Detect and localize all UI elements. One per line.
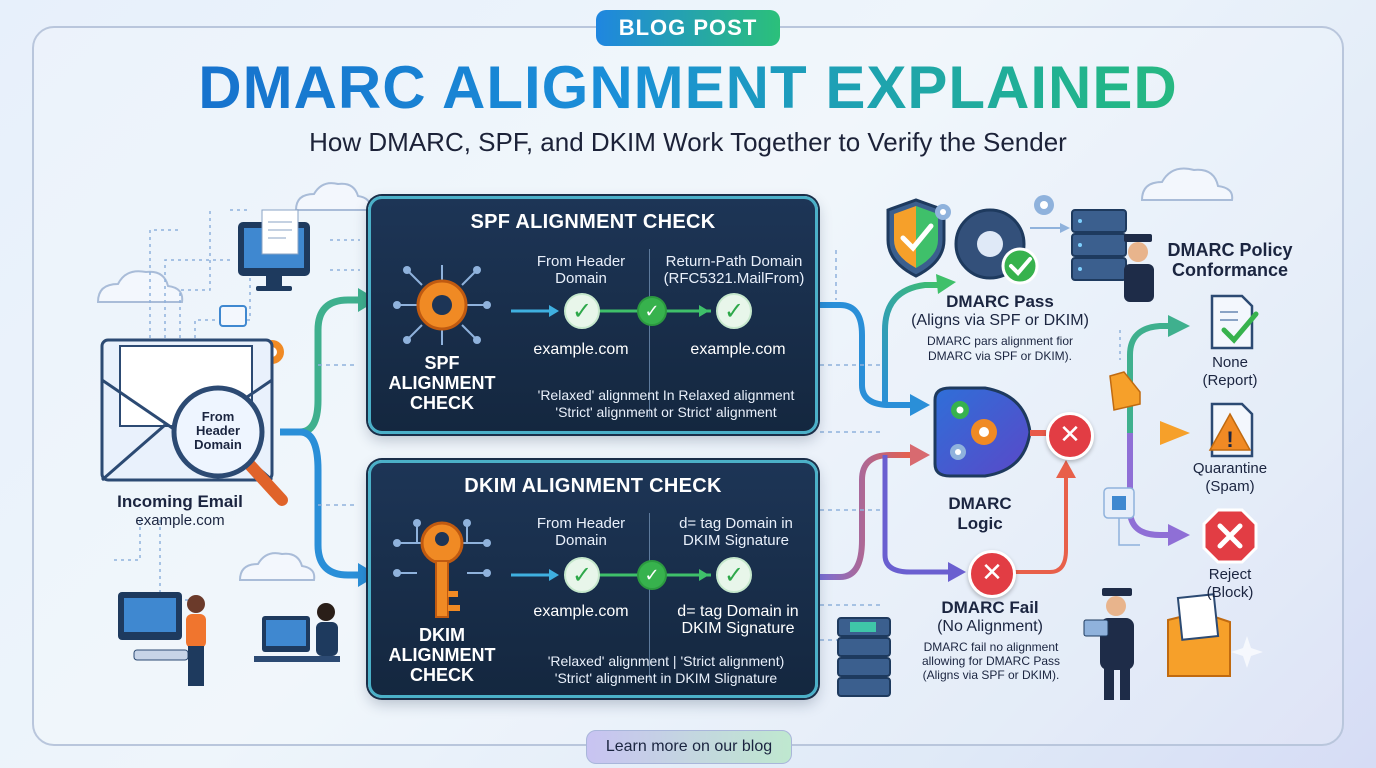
spf-side-label: SPF ALIGNMENT CHECK xyxy=(388,353,496,413)
spf-col-from-header: From Header Domain xyxy=(536,253,626,287)
spf-footnote-1: 'Relaxed' alignment In Relaxed alignment xyxy=(537,387,795,403)
people-workstations-icon xyxy=(118,592,340,686)
none-document-icon xyxy=(1210,294,1259,350)
arrow-to-dkim xyxy=(280,428,360,579)
dkim-check-icon-2: ✓ xyxy=(637,560,667,590)
dkim-side-label: DKIM ALIGNMENT CHECK xyxy=(388,625,496,685)
security-officer-icon xyxy=(1124,234,1154,302)
dkim-col-from-header: From Header Domain xyxy=(536,515,626,549)
sparkle-icon xyxy=(1231,636,1263,668)
incoming-email-title: Incoming Email xyxy=(117,492,243,511)
dmarc-logic-label: DMARC Logic xyxy=(948,494,1012,533)
folder-icon xyxy=(1109,371,1141,411)
dkim-check-icon-1: ✓ xyxy=(564,557,600,593)
dmarc-fail-title: DMARC Fail xyxy=(941,598,1039,617)
arrow-dkim-to-logic xyxy=(820,452,912,580)
incoming-email-domain: example.com xyxy=(135,512,225,529)
circuit-chip-icon xyxy=(1103,487,1140,546)
dmarc-fail-description: DMARC fail no alignment allowing for DMA… xyxy=(921,640,1061,682)
arrow-to-pass xyxy=(882,282,940,405)
arrow-spf-to-logic xyxy=(820,302,912,408)
spf-domain-return: example.com xyxy=(690,341,786,358)
dmarc-fail-x-icon: ✕ xyxy=(968,550,1016,598)
svg-text:!: ! xyxy=(1226,427,1233,452)
dkim-footnote-1: 'Relaxed' alignment | 'Strict alignment) xyxy=(547,653,785,669)
page-subtitle: How DMARC, SPF, and DKIM Work Together t… xyxy=(309,127,1067,157)
dkim-alignment-panel: DKIM ALIGNMENT CHECK DKIM ALIGNMENT CHEC… xyxy=(368,460,818,698)
quarantine-warning-icon: ! xyxy=(1208,402,1254,458)
dkim-col-d-tag: d= tag Domain in DKIM Signature xyxy=(679,515,793,549)
dmarc-fail-subtitle: (No Alignment) xyxy=(937,618,1043,635)
policy-quarantine-sub: (Spam) xyxy=(1205,478,1255,495)
dkim-check-icon-3: ✓ xyxy=(716,557,752,593)
arrow-to-reject xyxy=(1127,433,1170,538)
server-icon xyxy=(1071,209,1127,281)
arrow-to-fail xyxy=(882,455,950,575)
policy-title: DMARC Policy Conformance xyxy=(1167,240,1293,280)
files-folder-icon xyxy=(1167,593,1231,677)
policy-reject-label: Reject xyxy=(1208,566,1252,583)
dkim-panel-title: DKIM ALIGNMENT CHECK xyxy=(464,475,722,497)
spf-footnote-2: 'Strict' alignment or Strict' alignment xyxy=(555,404,777,420)
dkim-domain-from: example.com xyxy=(533,603,629,620)
spf-check-icon-3: ✓ xyxy=(716,293,752,329)
arrow-to-none xyxy=(1127,323,1170,433)
page-title: DMARC ALIGNMENT EXPLAINED xyxy=(0,52,1376,124)
reject-stop-icon xyxy=(1202,508,1258,564)
magnifier-label: From Header Domain xyxy=(194,409,242,452)
fail-x-icon: ✕ xyxy=(1046,412,1094,460)
server-stack-icon xyxy=(837,617,891,697)
cloud-icon xyxy=(96,167,1234,581)
spf-check-icon-1: ✓ xyxy=(564,293,600,329)
blog-post-badge: BLOG POST xyxy=(596,10,780,46)
officer-laptop-icon xyxy=(1083,588,1134,700)
policy-none-label: None xyxy=(1212,354,1248,371)
spf-gear-icon xyxy=(393,265,491,345)
dkim-key-icon xyxy=(393,519,491,618)
monitor-icon xyxy=(238,209,310,291)
shield-icon xyxy=(886,198,946,278)
dkim-domain-d-tag: d= tag Domain in DKIM Signature xyxy=(677,603,799,637)
dmarc-logic-node xyxy=(933,386,1032,478)
spf-check-icon-2: ✓ xyxy=(637,296,667,326)
magnifier-icon xyxy=(171,385,288,506)
policy-reject-sub: (Block) xyxy=(1206,584,1254,601)
dmarc-pass-title: DMARC Pass xyxy=(946,292,1054,311)
gears-icon xyxy=(935,195,1054,285)
arrow-to-spf xyxy=(280,296,360,436)
spf-alignment-panel: SPF ALIGNMENT CHECK SPF ALIGNMENT CHECK … xyxy=(368,196,818,434)
spf-panel-title: SPF ALIGNMENT CHECK xyxy=(470,211,716,233)
chat-icon xyxy=(219,305,247,327)
dmarc-pass-description: DMARC pars alignment fior DMARC via SPF … xyxy=(926,334,1074,363)
spf-col-return-path: Return-Path Domain (RFC5321.MailFrom) xyxy=(663,253,805,287)
dmarc-pass-subtitle: (Aligns via SPF or DKIM) xyxy=(911,312,1089,329)
learn-more-button[interactable]: Learn more on our blog xyxy=(586,730,792,764)
dkim-footnote-2: 'Strict' alignment in DKIM Slignature xyxy=(554,670,778,686)
policy-none-sub: (Report) xyxy=(1202,372,1258,389)
spf-domain-from: example.com xyxy=(533,341,629,358)
arrow-fail-return xyxy=(1012,475,1068,574)
policy-quarantine-label: Quarantine xyxy=(1192,460,1268,477)
